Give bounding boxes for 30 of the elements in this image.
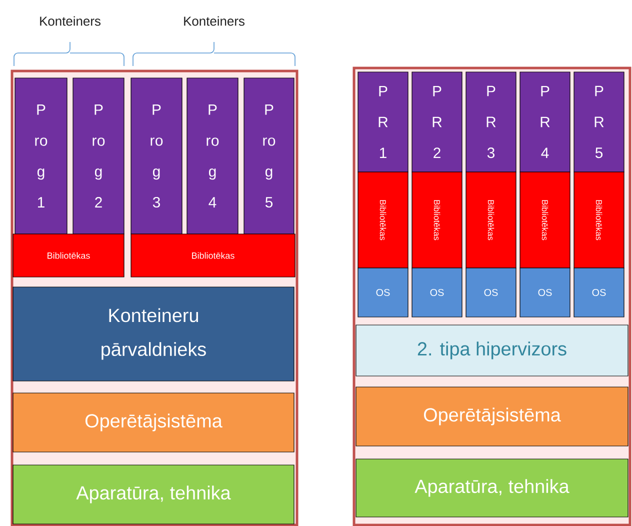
program-box: Prog2 [72, 78, 124, 234]
layer-box: Aparatūra, tehnika [12, 464, 294, 524]
program-box: Prog1 [14, 78, 68, 234]
layer-box: Operētājsistēma [12, 392, 294, 452]
library-box: Bibliotēkas [358, 172, 408, 268]
program-box: Prog5 [244, 78, 294, 234]
program-box: PR3 [466, 72, 516, 172]
program-box: Prog4 [186, 78, 238, 234]
os-box: OS [574, 268, 624, 318]
bracket-label: Konteiners [40, 16, 100, 26]
os-box: OS [358, 268, 408, 318]
program-box: PR4 [520, 72, 570, 172]
layer-box: 2. tipa hipervizors [356, 324, 628, 376]
library-box: Bibliotēkas [412, 172, 462, 268]
os-box: OS [520, 268, 570, 318]
program-box: PR2 [412, 72, 462, 172]
bracket-label: Konteiners [184, 16, 244, 26]
program-box: PR5 [574, 72, 624, 172]
layer-box: Aparatūra, tehnika [356, 458, 628, 518]
os-box: OS [466, 268, 516, 318]
library-box: Bibliotēkas [130, 234, 296, 278]
program-box: PR1 [358, 72, 408, 172]
library-box: Bibliotēkas [12, 234, 124, 278]
library-box: Bibliotēkas [574, 172, 624, 268]
library-box: Bibliotēkas [466, 172, 516, 268]
program-box: Prog3 [130, 78, 182, 234]
os-box: OS [412, 268, 462, 318]
layer-box: Konteineru pārvaldnieks [12, 286, 294, 382]
library-box: Bibliotēkas [520, 172, 570, 268]
layer-box: Operētājsistēma [356, 386, 628, 446]
